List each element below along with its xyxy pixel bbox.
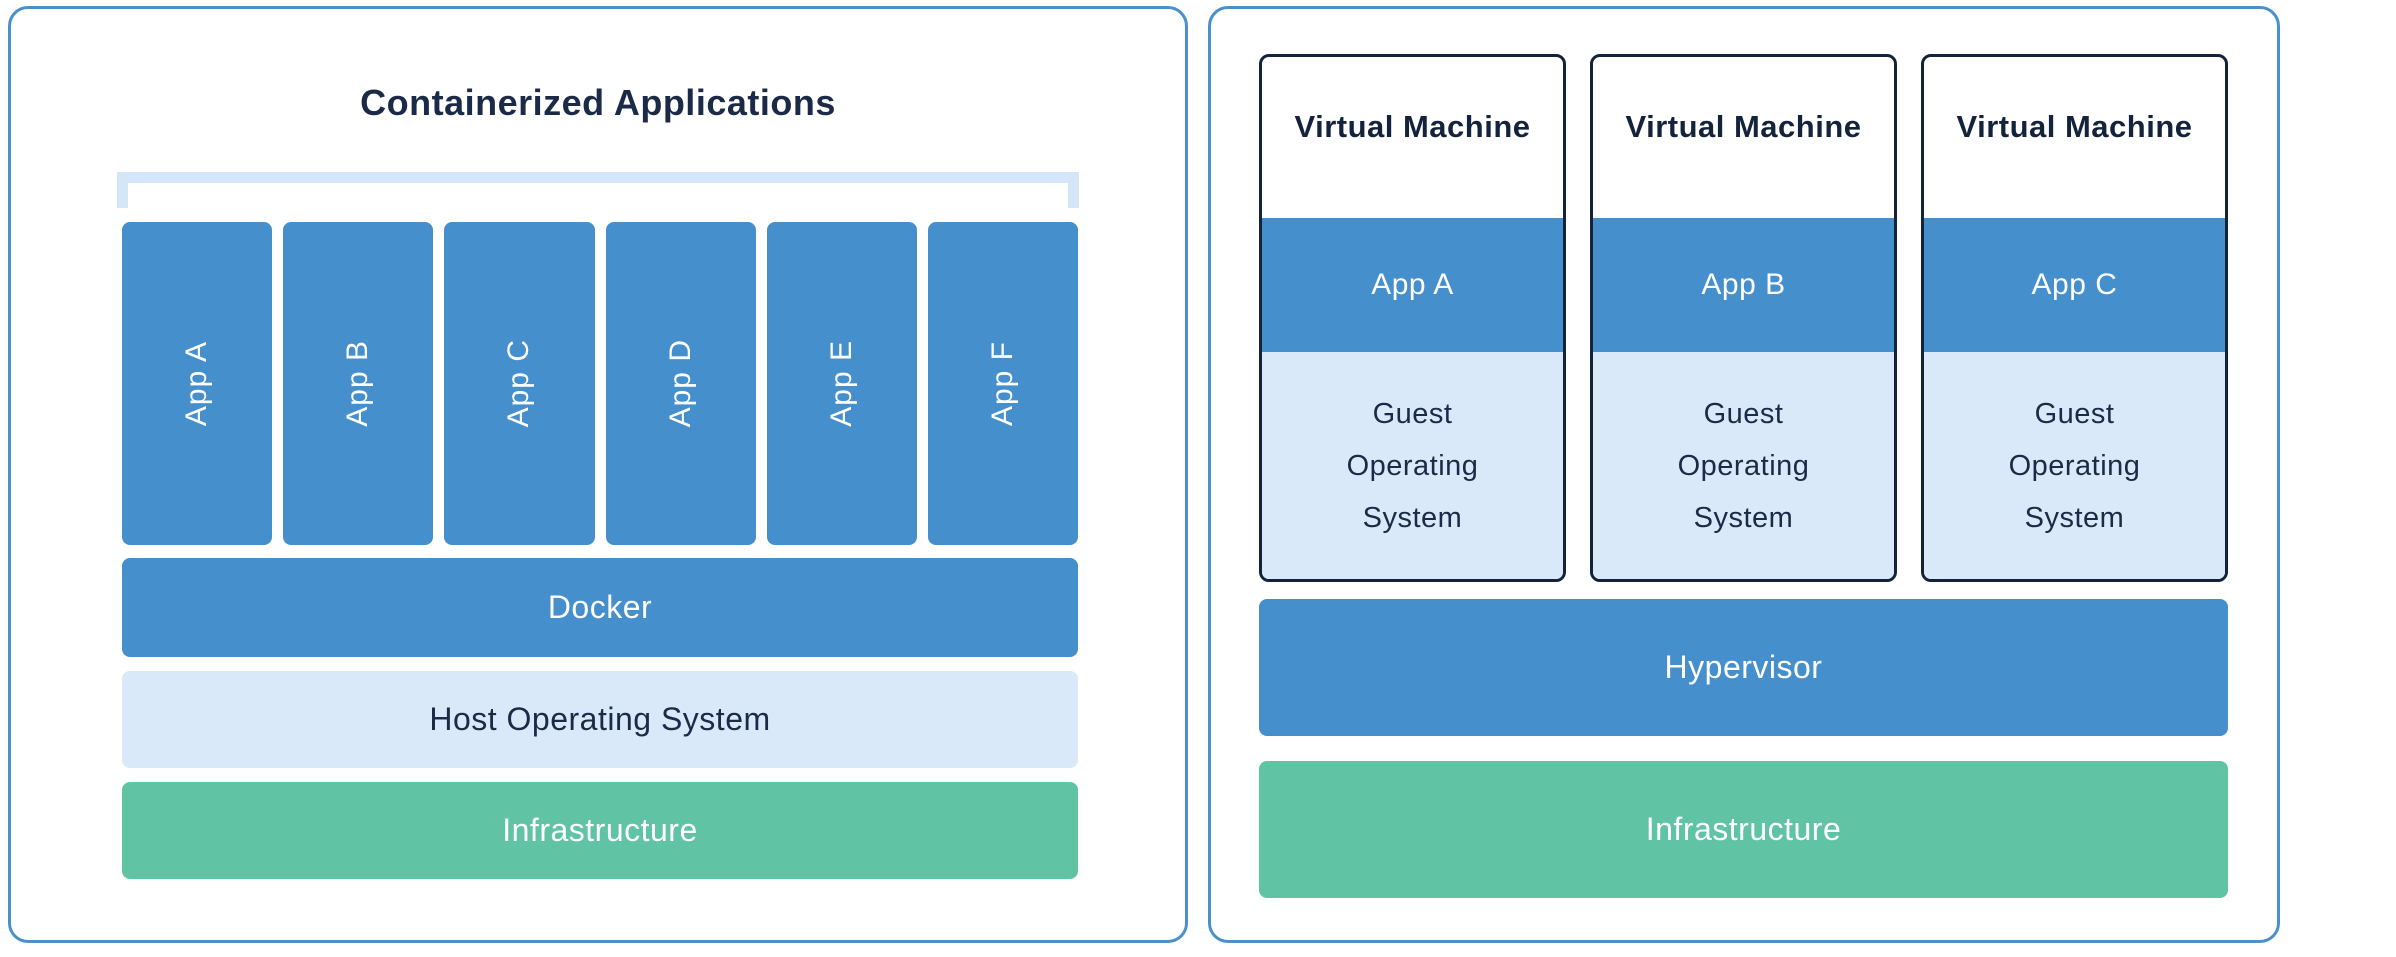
vm-box-1-guest-os: Guest Operating System: [1262, 352, 1563, 579]
container-app-c: App C: [444, 222, 595, 545]
apps-group-bracket: [117, 172, 1079, 208]
vm-box-3-guest-os: Guest Operating System: [1924, 352, 2225, 579]
vm-box-1: Virtual Machine App A Guest Operating Sy…: [1259, 54, 1566, 582]
vm-row: Virtual Machine App A Guest Operating Sy…: [1259, 54, 2228, 582]
infrastructure-layer-left: Infrastructure: [122, 782, 1078, 879]
containers-panel-title: Containerized Applications: [360, 82, 836, 123]
vm-box-3: Virtual Machine App C Guest Operating Sy…: [1921, 54, 2228, 582]
container-app-a-label: App A: [180, 340, 214, 427]
vm-box-2-guest-os: Guest Operating System: [1593, 352, 1894, 579]
container-app-b-label: App B: [341, 340, 375, 427]
vm-box-2-app: App B: [1593, 218, 1894, 352]
containers-panel: Containerized Applications App A App B A…: [8, 6, 1188, 943]
container-app-e: App E: [766, 222, 917, 545]
infrastructure-layer-right: Infrastructure: [1259, 761, 2228, 898]
vm-box-1-guest-os-label: Guest Operating System: [1346, 397, 1479, 534]
container-app-f: App F: [927, 222, 1079, 545]
container-app-d: App D: [605, 222, 756, 545]
vm-box-3-app: App C: [1924, 218, 2225, 352]
container-app-a: App A: [122, 222, 273, 545]
host-os-layer: Host Operating System: [122, 671, 1078, 768]
vm-box-2-header: Virtual Machine: [1593, 57, 1894, 218]
vm-box-3-title: Virtual Machine: [1956, 108, 2193, 144]
vm-box-3-guest-os-label: Guest Operating System: [2008, 397, 2141, 534]
container-app-e-label: App E: [824, 340, 858, 427]
virtual-machines-panel: Virtual Machine App A Guest Operating Sy…: [1208, 6, 2280, 943]
container-app-c-label: App C: [502, 339, 536, 428]
vm-box-1-header: Virtual Machine: [1262, 57, 1563, 218]
vm-box-2-title: Virtual Machine: [1625, 108, 1862, 144]
docker-layer: Docker: [122, 558, 1078, 657]
vm-box-1-title: Virtual Machine: [1294, 108, 1531, 144]
vm-box-2: Virtual Machine App B Guest Operating Sy…: [1590, 54, 1897, 582]
container-app-b: App B: [283, 222, 434, 545]
container-app-d-label: App D: [663, 339, 697, 428]
vm-box-2-guest-os-label: Guest Operating System: [1677, 397, 1810, 534]
vm-box-3-header: Virtual Machine: [1924, 57, 2225, 218]
container-app-f-label: App F: [985, 340, 1019, 427]
container-apps-row: App A App B App C App D App E App F: [122, 222, 1079, 545]
hypervisor-layer: Hypervisor: [1259, 599, 2228, 736]
vm-box-1-app: App A: [1262, 218, 1563, 352]
